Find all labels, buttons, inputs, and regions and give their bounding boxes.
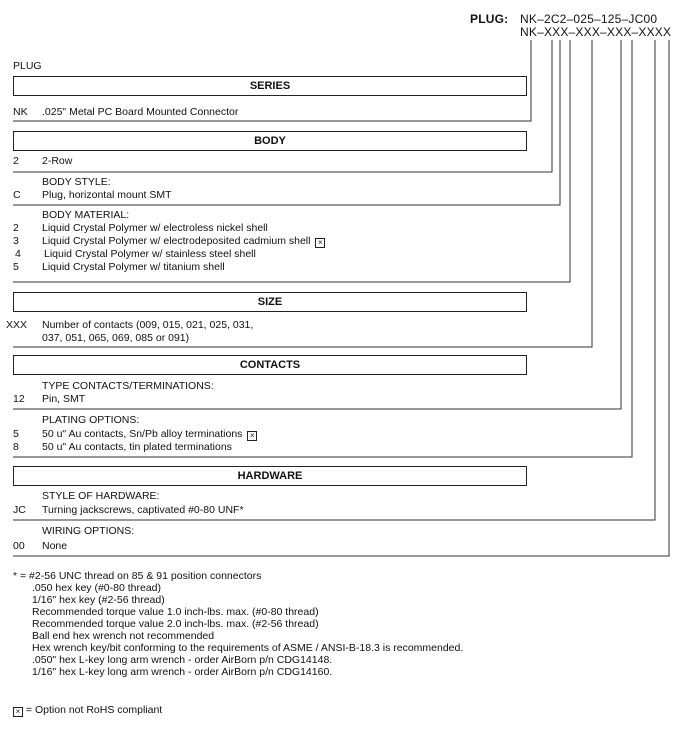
hardware-style-desc: Turning jackscrews, captivated #0-80 UNF… [42, 504, 244, 516]
wiring-title: WIRING OPTIONS: [42, 525, 135, 537]
material-desc-4: Liquid Crystal Polymer w/ stainless stee… [44, 248, 256, 260]
not-rohs-icon: × [13, 707, 23, 717]
note-line: Recommended torque value 2.0 inch-lbs. m… [32, 618, 319, 630]
part-number-example: NK–2C2–025–125–JC00 [520, 12, 658, 26]
note-line: Recommended torque value 1.0 inch-lbs. m… [32, 606, 319, 618]
plating-code-8: 8 [13, 441, 19, 453]
leader-body-style [13, 40, 561, 206]
material-desc-3: Liquid Crystal Polymer w/ electrodeposit… [42, 235, 311, 247]
leader-hardware [13, 40, 656, 521]
plating-desc-8: 50 u" Au contacts, tin plated terminatio… [42, 441, 232, 453]
type-label: PLUG [13, 60, 42, 72]
leader-body-material [13, 40, 571, 283]
series-desc: .025" Metal PC Board Mounted Connector [42, 106, 239, 118]
leader-size [13, 40, 593, 348]
series-code: NK [13, 106, 28, 118]
rohs-legend-text: = Option not RoHS compliant [25, 704, 163, 716]
note-line: * = #2-56 UNC thread on 85 & 91 position… [13, 570, 262, 582]
part-number-label: PLUG: [470, 12, 509, 26]
wiring-code: 00 [13, 540, 25, 552]
wiring-desc: None [42, 540, 68, 552]
body-style-code: C [13, 189, 21, 201]
leader-series [13, 40, 532, 122]
material-code-2: 2 [13, 222, 19, 234]
note-line: Ball end hex wrench not recommended [32, 630, 215, 642]
contacts-header: CONTACTS [13, 355, 527, 375]
material-code-4: 4 [15, 248, 21, 260]
body-material-title: BODY MATERIAL: [42, 209, 130, 221]
note-line: Hex wrench key/bit conforming to the req… [32, 642, 464, 654]
not-rohs-icon: × [247, 431, 258, 441]
material-desc-3-wrap: Liquid Crystal Polymer w/ electrodeposit… [42, 235, 326, 248]
part-number-template: NK–XXX–XXX–XXX–XXXX [520, 25, 672, 39]
leader-wiring [13, 40, 670, 557]
size-desc-line1: Number of contacts (009, 015, 021, 025, … [42, 319, 254, 331]
size-desc-line2: 037, 051, 065, 069, 085 or 091) [42, 332, 190, 344]
material-desc-2: Liquid Crystal Polymer w/ electroless ni… [42, 222, 268, 234]
hardware-style-title: STYLE OF HARDWARE: [42, 490, 160, 502]
plating-title: PLATING OPTIONS: [42, 414, 140, 426]
material-desc-5: Liquid Crystal Polymer w/ titanium shell [42, 261, 225, 273]
body-rows-desc: 2-Row [42, 155, 73, 167]
body-header: BODY [13, 131, 527, 151]
contact-type-title: TYPE CONTACTS/TERMINATIONS: [42, 380, 214, 392]
material-code-3: 3 [13, 235, 19, 247]
size-code: XXX [6, 319, 28, 331]
body-style-title: BODY STYLE: [42, 176, 111, 188]
plating-code-5: 5 [13, 428, 19, 440]
body-style-desc: Plug, horizontal mount SMT [42, 189, 172, 201]
leader-body-rows [13, 40, 553, 173]
note-line: 1/16" hex key (#2-56 thread) [32, 594, 165, 606]
material-code-5: 5 [13, 261, 19, 273]
note-line: .050" hex L-key long arm wrench - order … [32, 654, 333, 666]
note-line: .050 hex key (#0-80 thread) [32, 582, 161, 594]
size-header: SIZE [13, 292, 527, 312]
not-rohs-icon: × [315, 238, 326, 248]
hardware-header: HARDWARE [13, 466, 527, 486]
series-header: SERIES [13, 76, 527, 96]
hardware-style-code: JC [13, 504, 26, 516]
contact-type-desc: Pin, SMT [42, 393, 86, 405]
note-line: 1/16" hex L-key long arm wrench - order … [32, 666, 333, 678]
rohs-legend: × = Option not RoHS compliant [13, 704, 162, 717]
plating-desc-5: 50 u" Au contacts, Sn/Pb alloy terminati… [42, 428, 243, 440]
leader-contact-type [13, 40, 622, 410]
contact-type-code: 12 [13, 393, 25, 405]
plating-desc-5-wrap: 50 u" Au contacts, Sn/Pb alloy terminati… [42, 428, 258, 441]
body-rows-code: 2 [13, 155, 19, 167]
leader-plating [13, 40, 633, 458]
